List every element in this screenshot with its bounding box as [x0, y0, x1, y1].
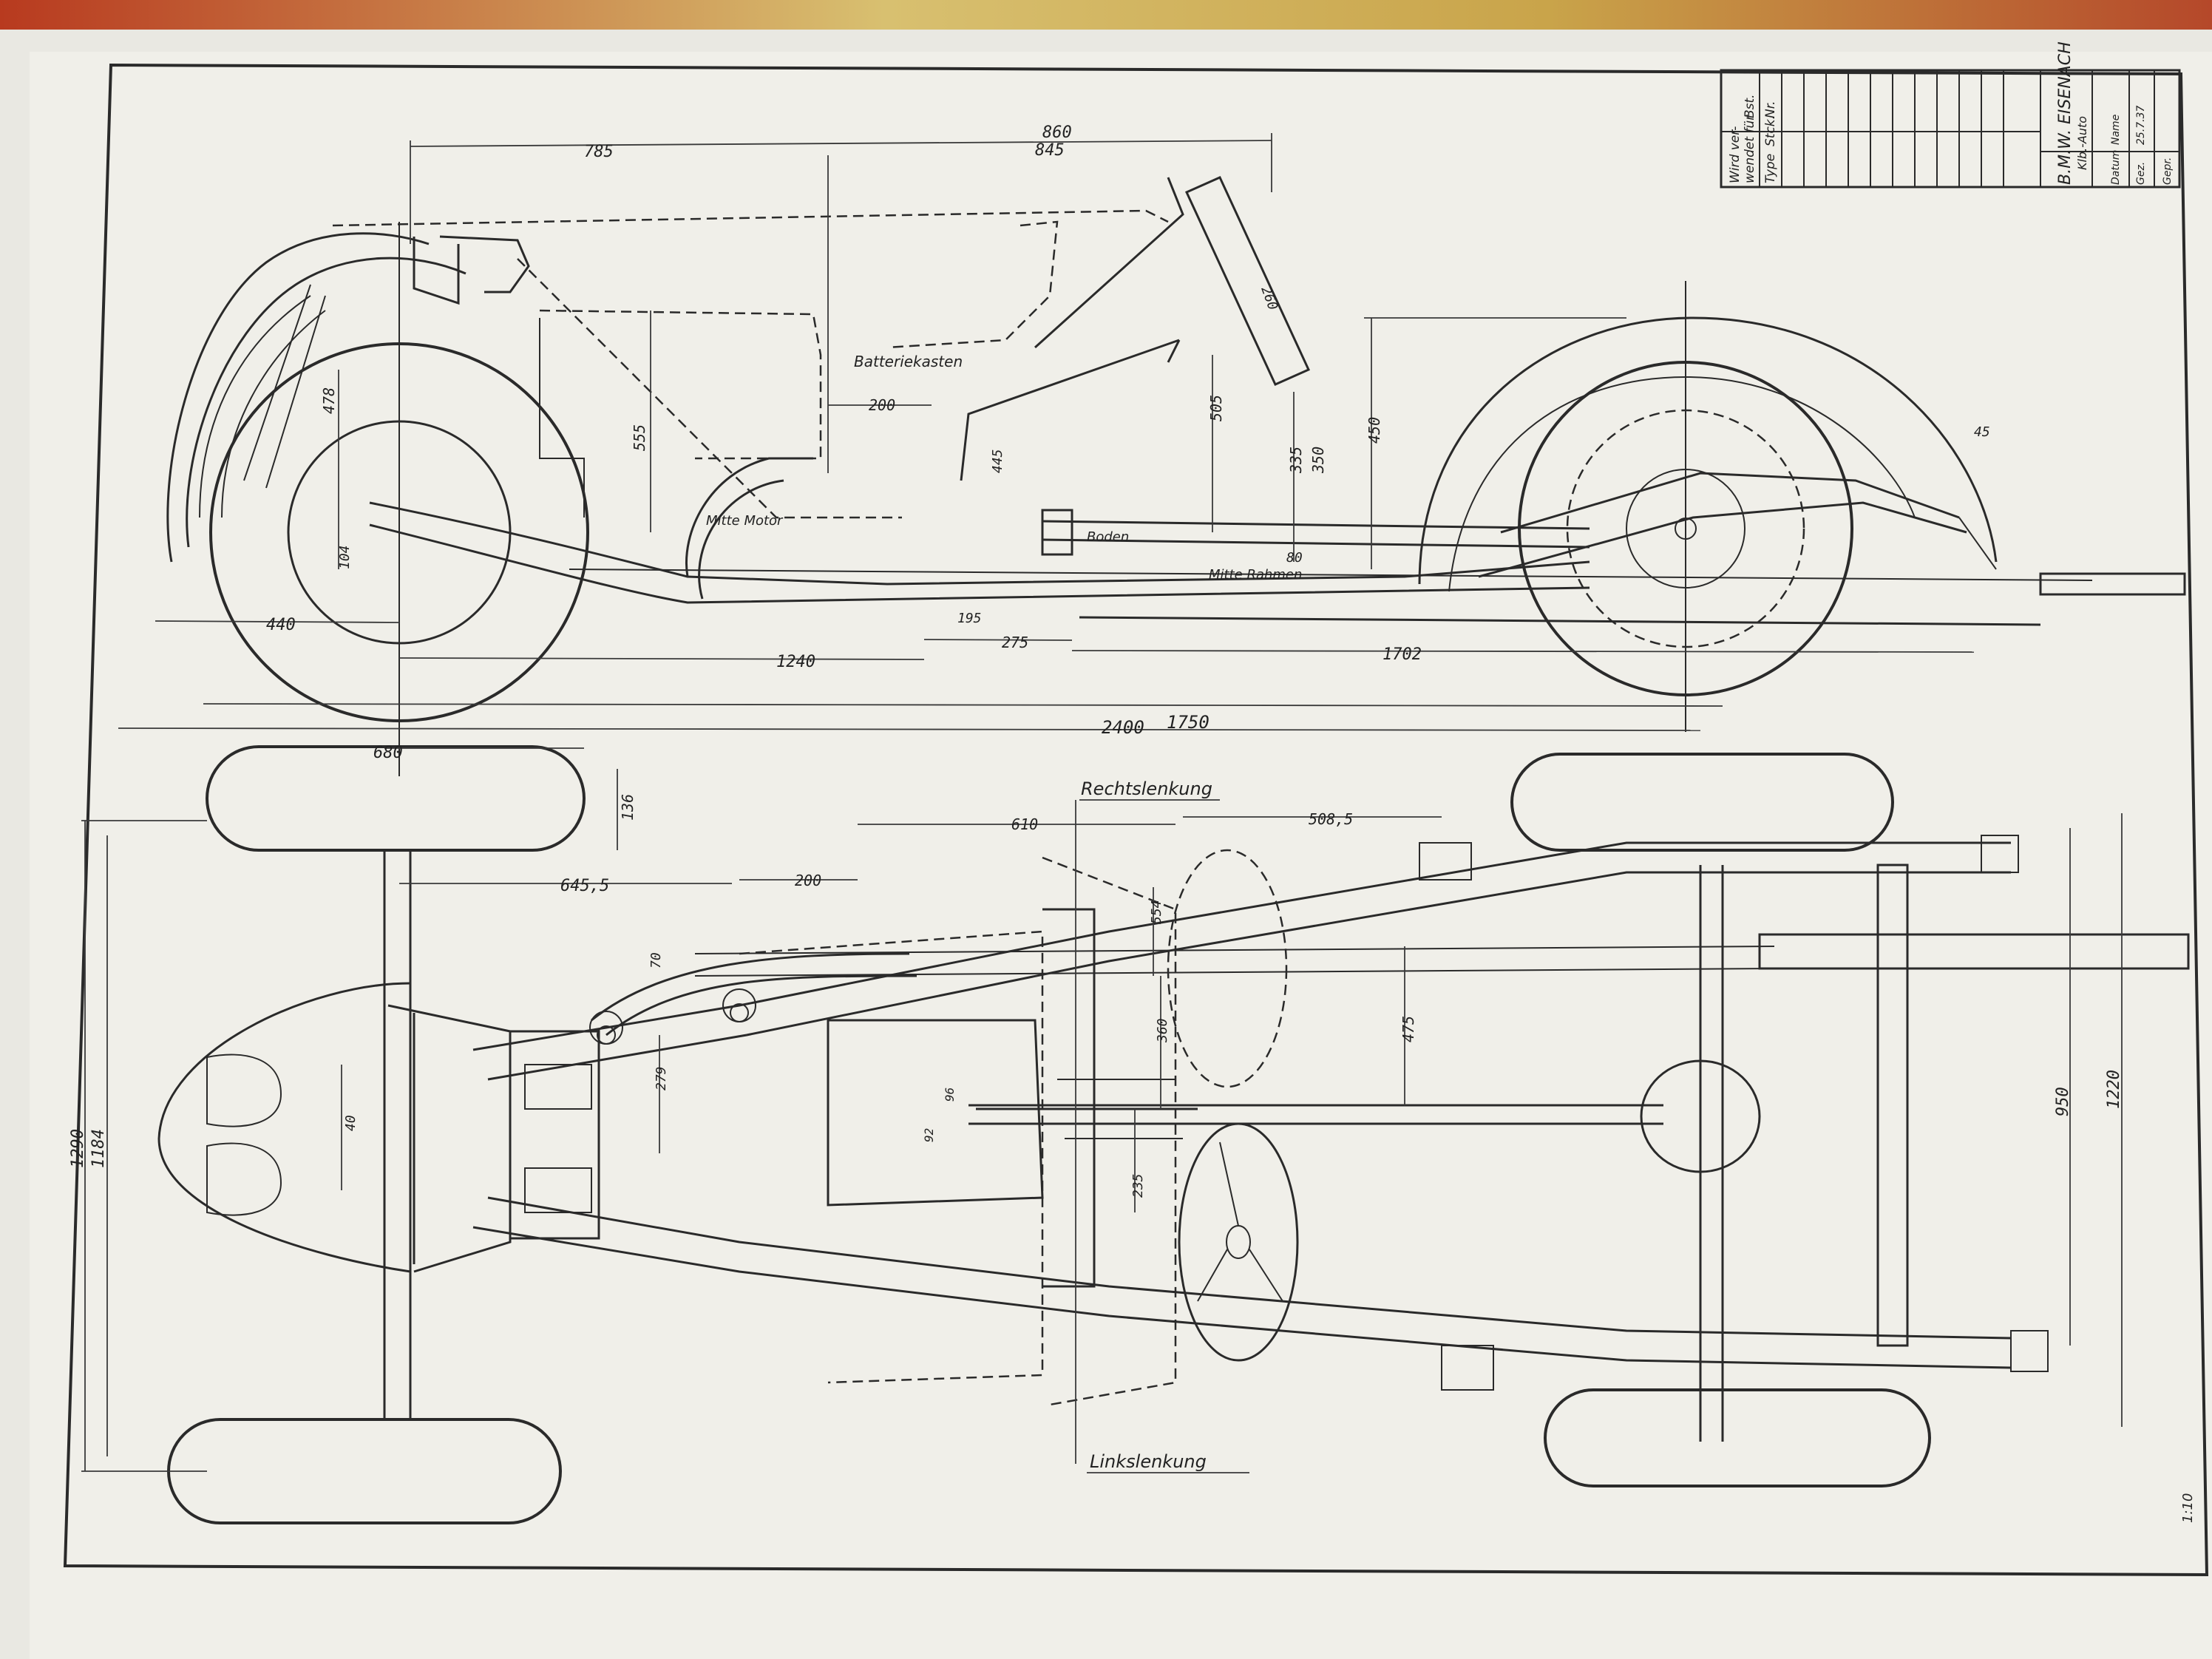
frame-rail-plan-lower — [487, 1196, 2012, 1340]
dim-70: 70 — [648, 952, 664, 968]
dim-508-5: 508,5 — [1309, 810, 1353, 828]
front-fender-side — [166, 232, 430, 563]
driveshaft-side — [1042, 520, 1590, 530]
dim-440: 440 — [266, 616, 296, 634]
dim-610: 610 — [1011, 815, 1038, 833]
dim-785: 785 — [584, 143, 614, 161]
dim-1220: 1220 — [2105, 1070, 2123, 1109]
title-cell-gez: Gez. — [2135, 162, 2147, 185]
dim-554: 554 — [1149, 900, 1164, 924]
label-batteriekasten: Batteriekasten — [854, 353, 963, 370]
dim-478: 478 — [320, 387, 338, 414]
rear-tyre-top — [1510, 753, 1894, 852]
dim-1750: 1750 — [1167, 712, 1210, 733]
dim-260: 260 — [1258, 285, 1280, 313]
label-boden: Boden — [1087, 529, 1129, 545]
title-row-label-2: wendet für — [1743, 115, 1757, 183]
dim-1702: 1702 — [1382, 645, 1422, 664]
title-side-text: Klb.-Auto — [2075, 116, 2089, 170]
label-rechtslenkung: Rechtslenkung — [1081, 778, 1212, 799]
dim-92: 92 — [922, 1128, 936, 1142]
dim-860: 860 — [1042, 123, 1072, 142]
title-cell-datum: Datum — [2110, 150, 2122, 185]
plan-view: Rechtslenkung Linkslenkung 680 136 610 5… — [69, 744, 2190, 1524]
dim-335: 335 — [1287, 447, 1305, 474]
dim-200-side: 200 — [869, 396, 895, 414]
front-tyre-bottom — [167, 1418, 562, 1524]
title-block: Wird ver- wendet für Type Stck. Bst. Nr.… — [1720, 41, 2181, 189]
dim-195: 195 — [957, 611, 982, 626]
label-linkslenkung: Linkslenkung — [1090, 1451, 1207, 1472]
dim-80: 80 — [1286, 550, 1303, 566]
dim-845: 845 — [1035, 141, 1065, 160]
dim-45: 45 — [1974, 424, 1990, 440]
steering-wheel-rhd — [1167, 849, 1288, 1088]
dim-450: 450 — [1365, 417, 1383, 444]
steering-column-side — [960, 339, 1180, 481]
dim-360: 360 — [1155, 1018, 1170, 1043]
windscreen-side — [1185, 176, 1310, 386]
title-cell-name: Name — [2110, 115, 2122, 145]
title-row-label-1: Wird ver- — [1728, 126, 1743, 183]
dim-279: 279 — [654, 1066, 669, 1090]
exhaust-plan — [1758, 933, 2190, 970]
dim-475: 475 — [1400, 1016, 1417, 1042]
title-row-label-4: Stck. — [1763, 115, 1778, 146]
dim-350: 350 — [1309, 447, 1327, 474]
dim-40: 40 — [343, 1115, 359, 1131]
frame-rail-plan-upper — [472, 841, 2011, 1051]
dim-445: 445 — [990, 449, 1005, 473]
frame-rail-side — [369, 501, 1590, 586]
dim-1290: 1290 — [69, 1129, 87, 1168]
dim-680: 680 — [373, 744, 403, 762]
title-row-label-3: Type — [1763, 154, 1778, 183]
dim-555: 555 — [631, 424, 648, 451]
side-view: Batteriekasten 785 860 — [155, 123, 2186, 776]
dim-96: 96 — [943, 1088, 957, 1102]
bonnet-plan — [157, 982, 411, 1273]
dim-104: 104 — [337, 545, 353, 569]
title-col-label-1: Bst. — [1743, 94, 1757, 118]
rear-fender-side — [1418, 316, 1998, 585]
dim-645-5: 645,5 — [560, 877, 609, 895]
dim-1184: 1184 — [89, 1129, 108, 1168]
dim-1240: 1240 — [776, 653, 815, 671]
rear-tyre-bottom — [1544, 1388, 1931, 1487]
title-cell-gepr: Gepr. — [2162, 157, 2174, 185]
title-company: B.M.W. EISENACH — [2056, 41, 2074, 185]
title-col-label-2: Nr. — [1763, 101, 1778, 118]
dim-200-plan: 200 — [795, 872, 821, 889]
title-date: 25.7.37 — [2135, 105, 2147, 145]
drawing-border — [63, 63, 2209, 1577]
dim-505: 505 — [1207, 395, 1225, 421]
dim-235: 235 — [1130, 1173, 1146, 1198]
label-mitte-rahmen: Mitte Rahmen — [1209, 567, 1302, 583]
label-mitte-motor: Mitte Motor — [706, 513, 784, 529]
dim-275: 275 — [1002, 634, 1028, 651]
front-tyre-top — [206, 745, 586, 852]
steering-wheel-lhd — [1178, 1122, 1299, 1362]
dim-2400: 2400 — [1102, 717, 1144, 738]
corner-note: 1:10 — [2180, 1493, 2196, 1523]
dim-950: 950 — [2054, 1087, 2072, 1116]
dim-136: 136 — [619, 794, 637, 821]
exhaust-side — [2039, 572, 2186, 596]
